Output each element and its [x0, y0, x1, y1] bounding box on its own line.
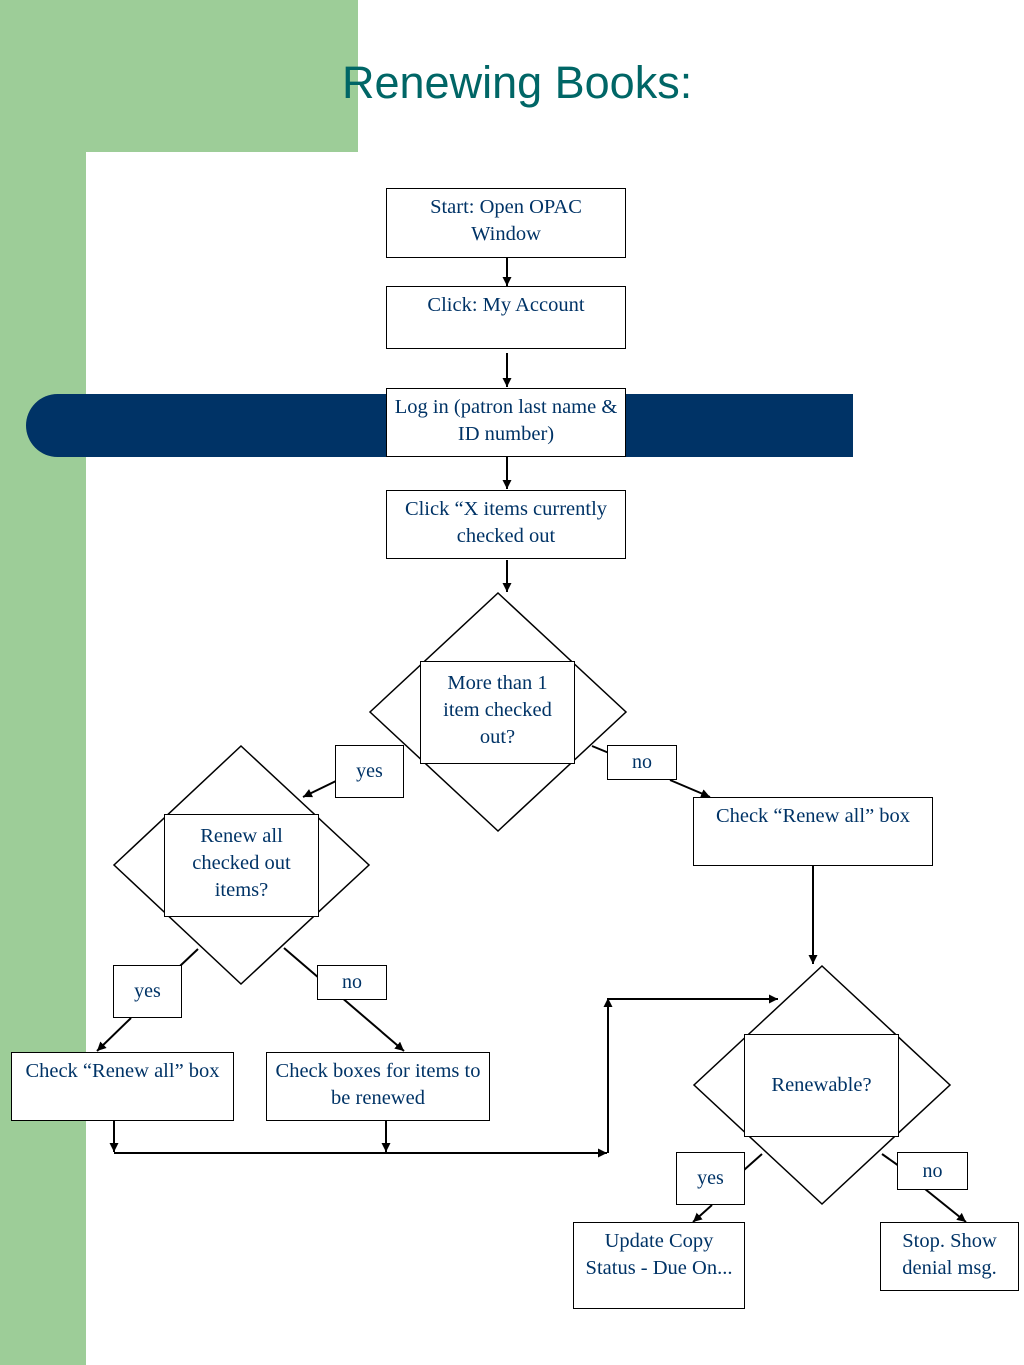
- arrow-yes-to-check-renew-left: [96, 1017, 132, 1052]
- arrow-no-to-stop: [924, 1188, 967, 1223]
- arrow-no-to-check-renew-right: [669, 779, 711, 798]
- line-renew-all-to-yes: [179, 948, 199, 967]
- node-stop-denial: Stop. Show denial msg.: [880, 1222, 1019, 1291]
- green-side-band: [0, 0, 86, 1365]
- edge-label-yes: yes: [335, 745, 404, 798]
- node-my-account: Click: My Account: [386, 286, 626, 349]
- node-check-renew-all-right: Check “Renew all” box: [693, 797, 933, 866]
- node-login: Log in (patron last name & ID number): [386, 388, 626, 457]
- slide-title: Renewing Books:: [342, 57, 693, 108]
- edge-label-yes: yes: [113, 965, 182, 1018]
- node-update-copy-status: Update Copy Status - Due On...: [573, 1222, 745, 1309]
- node-check-renew-all-left: Check “Renew all” box: [11, 1052, 234, 1121]
- decision-more-than-one: More than 1 item checked out?: [420, 661, 575, 764]
- node-items-checked-out: Click “X items currently checked out: [386, 490, 626, 559]
- green-top-block: [0, 0, 358, 152]
- edge-label-yes: yes: [676, 1152, 745, 1205]
- arrow-yes-to-renew-all: [302, 780, 337, 798]
- edge-label-no: no: [897, 1152, 968, 1190]
- edge-label-no: no: [607, 745, 677, 780]
- decision-renew-all: Renew all checked out items?: [164, 814, 319, 917]
- line-decision-to-no: [591, 745, 610, 754]
- node-check-boxes: Check boxes for items to be renewed: [266, 1052, 490, 1121]
- node-start: Start: Open OPAC Window: [386, 188, 626, 258]
- decision-renewable: Renewable?: [744, 1034, 899, 1137]
- line-renewable-to-yes: [743, 1153, 763, 1171]
- edge-label-no: no: [317, 965, 387, 1000]
- arrow-yes-to-update: [692, 1204, 713, 1223]
- line-renewable-to-no: [881, 1153, 900, 1167]
